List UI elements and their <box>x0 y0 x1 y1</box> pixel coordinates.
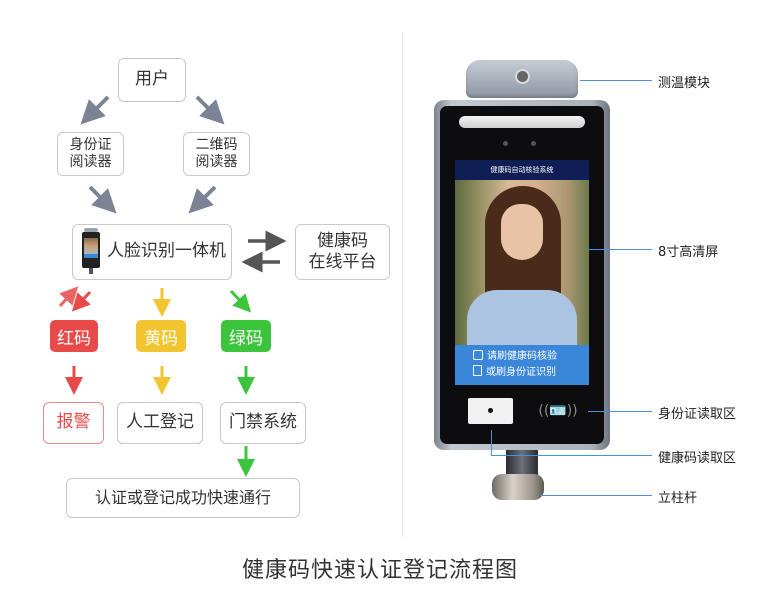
caption: 健康码快速认证登记流程图 <box>241 558 518 583</box>
callout-pole: 立柱杆 <box>658 491 698 506</box>
portrait-photo <box>455 180 589 350</box>
node-health-platform: 健康码 在线平台 <box>295 224 390 280</box>
callout-qr-reader: 健康码读取区 <box>658 451 737 466</box>
camera-left-icon <box>503 141 508 146</box>
node-access-control: 门禁系统 <box>220 402 306 444</box>
node-id-card-reader: 身份证 阅读器 <box>57 132 124 176</box>
node-alarm: 报警 <box>43 402 104 444</box>
screen-prompt-line2: 或刷身份证识别 <box>473 365 589 381</box>
node-qr-reader-line2: 阅读器 <box>195 154 238 170</box>
node-access-control-label: 门禁系统 <box>229 412 297 433</box>
screen-prompt-line1: 请刷健康码核验 <box>473 349 589 365</box>
person-shirt <box>467 290 577 350</box>
leader-id-card-reader <box>588 411 652 412</box>
node-platform-line1: 健康码 <box>317 230 368 251</box>
pole-base <box>492 474 544 500</box>
node-user: 用户 <box>118 58 186 102</box>
leader-pole <box>540 495 652 496</box>
id-card-icon <box>473 365 482 376</box>
node-face-terminal-label: 人脸识别一体机 <box>107 241 226 262</box>
node-user-label: 用户 <box>135 69 169 90</box>
badge-red-code: 红码 <box>50 320 98 352</box>
node-qr-reader: 二维码 阅读器 <box>183 132 250 176</box>
node-id-reader-line2: 阅读器 <box>69 154 112 170</box>
badge-yellow-code: 黄码 <box>136 320 186 352</box>
node-platform-line2: 在线平台 <box>308 252 377 272</box>
badge-yellow-code-label: 黄码 <box>144 328 178 349</box>
device-screen: 健康码自动核验系统 请刷健康码核验 或刷身份证识别 <box>455 160 589 385</box>
leader-qr-reader <box>491 455 652 456</box>
terminal-thumbnail-icon <box>81 228 101 276</box>
node-face-terminal: 人脸识别一体机 <box>72 224 232 280</box>
callout-temperature-module: 测温模块 <box>658 76 711 91</box>
camera-right-icon <box>531 141 536 146</box>
node-pass: 认证或登记成功快速通行 <box>66 478 300 518</box>
screen-header-bar: 健康码自动核验系统 <box>455 160 589 181</box>
badge-red-code-label: 红码 <box>57 328 91 349</box>
leader-qr-reader-vertical <box>491 430 492 455</box>
divider <box>402 32 403 537</box>
node-pass-label: 认证或登记成功快速通行 <box>94 488 271 507</box>
qr-scanner-dot <box>488 408 493 413</box>
badge-green-code: 绿码 <box>221 320 271 352</box>
temperature-sensor-icon <box>515 69 530 84</box>
person-face <box>501 204 543 260</box>
node-manual-register-label: 人工登记 <box>126 412 194 433</box>
fill-light-bar <box>459 116 585 128</box>
badge-green-code-label: 绿码 <box>229 328 263 349</box>
node-manual-register: 人工登记 <box>117 402 203 444</box>
callout-screen: 8寸高清屏 <box>658 245 719 260</box>
pole <box>506 450 538 478</box>
screen-header-text: 健康码自动核验系统 <box>490 166 554 174</box>
node-id-reader-line1: 身份证 <box>69 136 112 153</box>
nfc-card-icon: ((🪪)) <box>538 403 578 419</box>
node-alarm-label: 报警 <box>56 412 91 433</box>
leader-screen <box>588 249 652 250</box>
face-scan-icon <box>473 350 483 360</box>
leader-temperature-module <box>580 80 652 81</box>
node-qr-reader-line1: 二维码 <box>195 136 238 153</box>
callout-id-card-reader: 身份证读取区 <box>658 407 737 422</box>
screen-prompt-panel: 请刷健康码核验 或刷身份证识别 <box>455 345 589 385</box>
